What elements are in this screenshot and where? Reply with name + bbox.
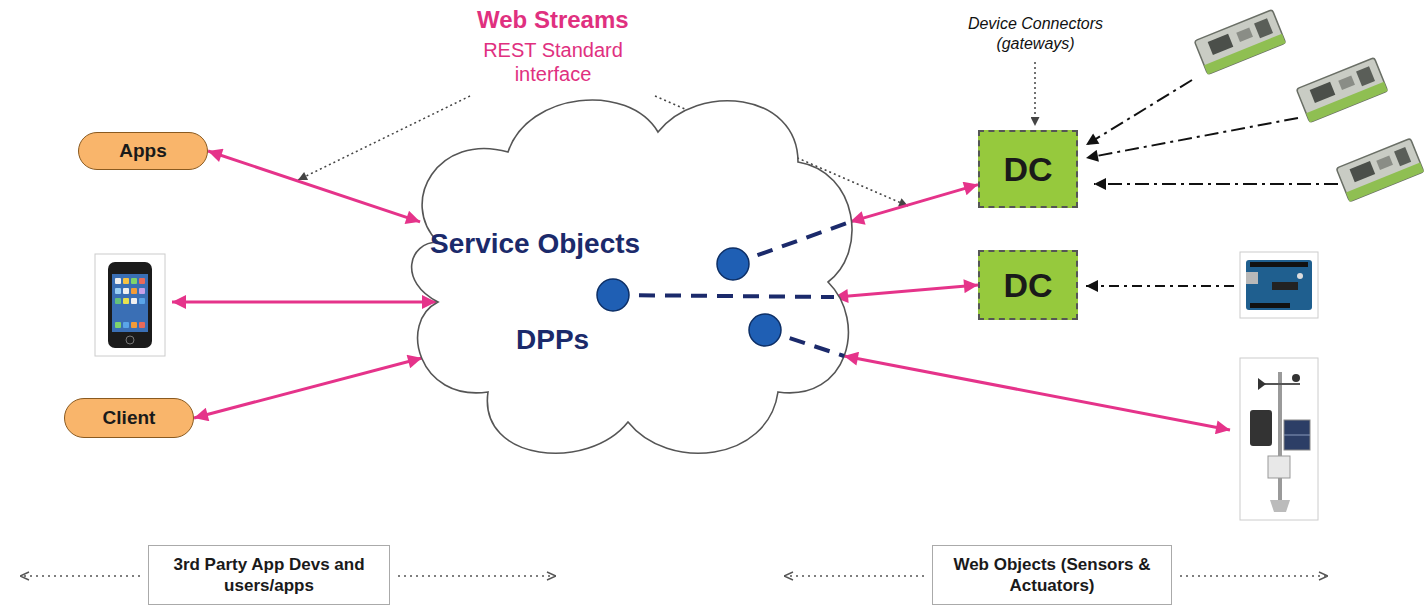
phone-picture (95, 254, 165, 356)
sensor-link (1094, 183, 1338, 185)
box-label: DC (1003, 266, 1052, 304)
stream-arrow (194, 358, 422, 418)
stream-arrow (208, 151, 420, 222)
group-caption-box: Web Objects (Sensors & Actuators) (932, 545, 1172, 605)
sensor-board-picture (1296, 58, 1387, 123)
stream-arrow (844, 356, 1230, 430)
sensor-link (1086, 118, 1298, 158)
arduino-picture (1240, 252, 1318, 318)
cloud-subheading: DPPs (516, 324, 589, 356)
device-connector-box: DC (978, 250, 1078, 320)
sensor-board-picture (1194, 10, 1285, 75)
box-label: Client (103, 407, 156, 429)
group-caption-box: 3rd Party App Devs and users/apps (148, 545, 390, 605)
stream-arrow (850, 185, 978, 222)
range-arrow (1180, 575, 1328, 576)
leader-line (1034, 62, 1036, 126)
callout-text: REST Standard interface (468, 38, 638, 86)
cloud-platform: Service ObjectsDPPs (398, 72, 858, 477)
cloud-heading: Service Objects (430, 228, 640, 260)
caption-text: 3rd Party App Devs and users/apps (160, 554, 378, 596)
stream-arrow (834, 285, 978, 297)
sensor-board-picture (1336, 138, 1424, 201)
weather-station-picture (1240, 358, 1318, 520)
callout-title: Web Streams (477, 6, 629, 34)
device-connector-box: DC (978, 130, 1078, 208)
box-label: DC (1003, 150, 1052, 188)
app-box: Apps (78, 132, 208, 170)
caption-text: Web Objects (Sensors & Actuators) (944, 554, 1160, 596)
range-arrow (784, 575, 924, 576)
sensor-link (1086, 285, 1234, 287)
stream-arrow (172, 301, 436, 304)
range-arrow (398, 575, 556, 576)
box-label: Apps (119, 140, 167, 162)
callout-text: Device Connectors (gateways) (953, 14, 1118, 54)
client-box: Client (64, 398, 194, 438)
cloud-outline (398, 72, 858, 477)
range-arrow (20, 575, 140, 576)
sensor-link (1086, 80, 1192, 145)
